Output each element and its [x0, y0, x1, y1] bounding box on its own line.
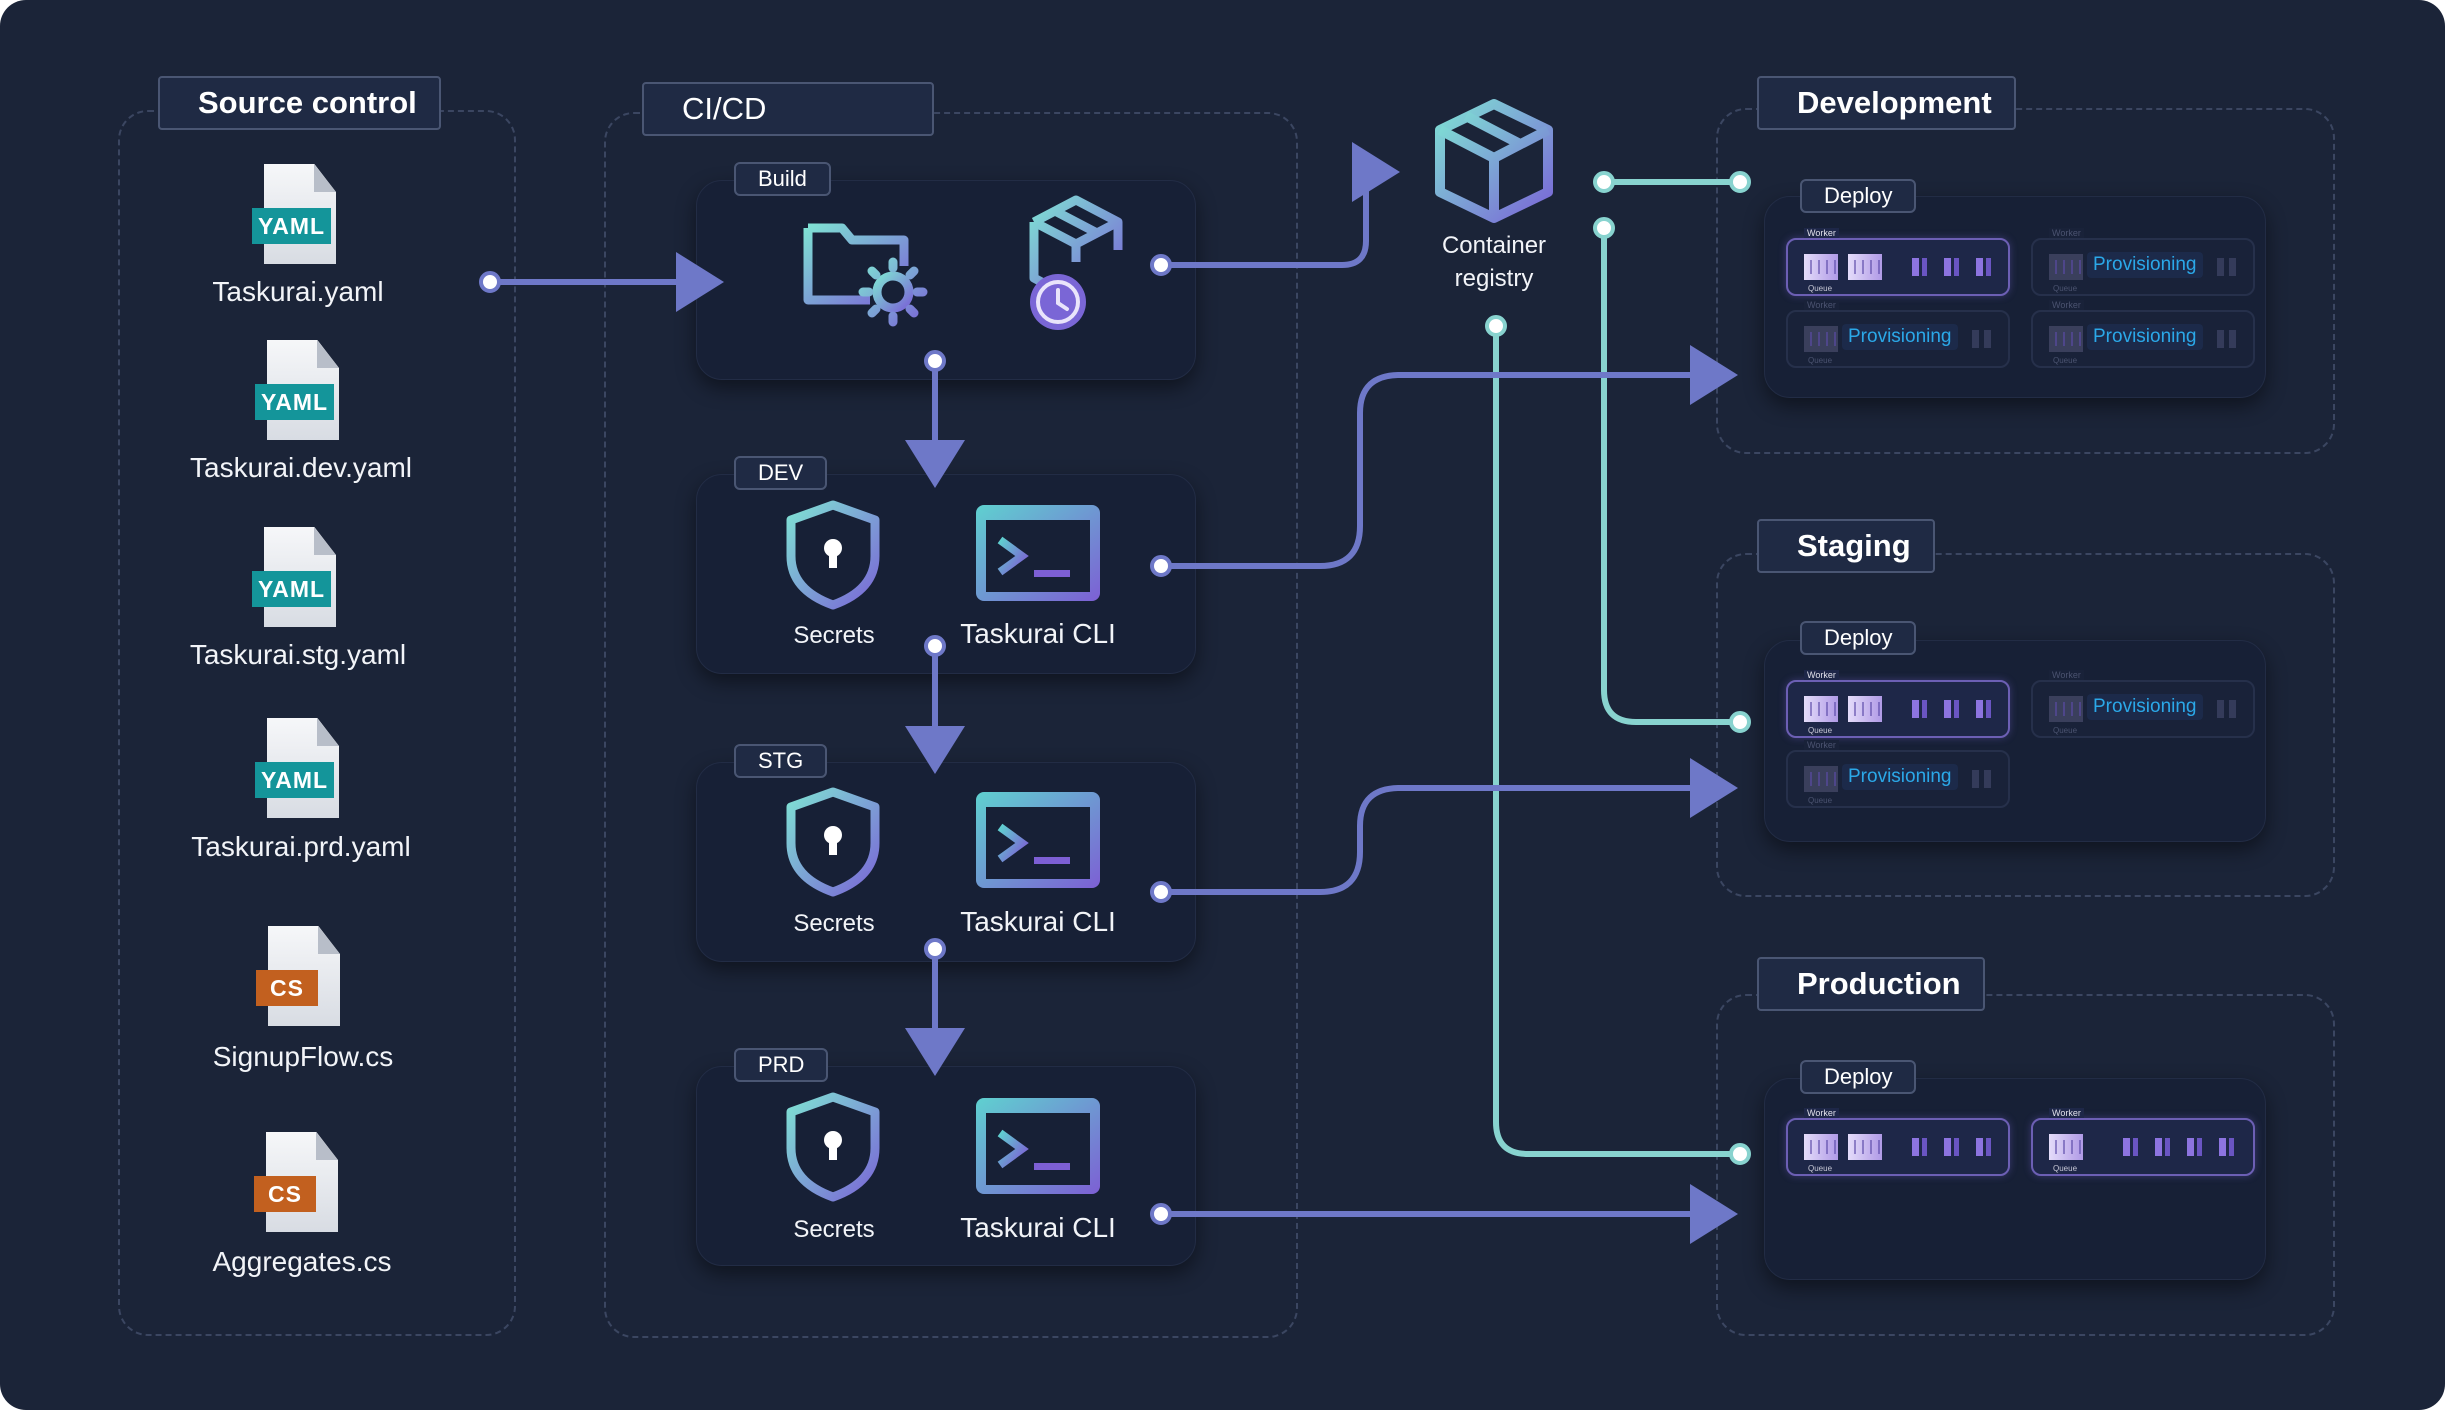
prd-tag: PRD [734, 1048, 829, 1082]
queue-mini-label: Queue [1808, 796, 1833, 805]
queue-mini-label: Queue [2053, 1164, 2078, 1173]
shield-icon-stg [786, 787, 880, 897]
yaml-file-icon: YAML [255, 340, 345, 444]
build-tag: Build [734, 162, 831, 196]
file-name: Taskurai.yaml [212, 276, 384, 307]
worker-box-provisioning: Worker Queue Provisioning [1786, 300, 2010, 368]
worker-box-active: Worker Queue [1786, 670, 2010, 738]
queue-mini-label: Queue [2053, 726, 2078, 735]
yaml-file-icon: YAML [252, 164, 342, 268]
worker-mini-label: Worker [1804, 300, 1839, 310]
dev-cli-label: Taskurai CLI [960, 618, 1116, 649]
queue-mini-label: Queue [1808, 726, 1833, 735]
provisioning-label: Provisioning [1842, 764, 1958, 790]
build-card [696, 180, 1196, 380]
prd-cli-label: Taskurai CLI [960, 1212, 1116, 1243]
folder-gear-icon [803, 223, 928, 327]
worker-box-active: Worker Queue [2031, 1108, 2255, 1176]
registry-to-staging-line [1601, 225, 1743, 725]
stg-secrets-label: Secrets [793, 910, 875, 937]
stg-to-staging-arrow [1158, 758, 1738, 895]
worker-box-provisioning: Worker Queue Provisioning [2031, 670, 2255, 738]
worker-mini-label: Worker [1804, 670, 1839, 680]
worker-mini-label: Worker [2049, 1108, 2084, 1118]
worker-mini-label: Worker [1804, 228, 1839, 238]
worker-mini-label: Worker [2049, 228, 2084, 238]
terminal-icon-stg [976, 792, 1100, 888]
staging-deploy-tag: Deploy [1800, 621, 1917, 655]
terminal-icon-prd [976, 1098, 1100, 1194]
shield-icon-dev [786, 500, 880, 610]
development-deploy-tag: Deploy [1800, 179, 1917, 213]
registry-label-line1: Container [1441, 232, 1547, 259]
cs-file-icon: CS [254, 1132, 344, 1236]
stg-stage-card [696, 762, 1196, 962]
provisioning-label: Provisioning [2087, 324, 2203, 350]
package-clock-icon [1029, 195, 1123, 298]
provisioning-label: Provisioning [1842, 324, 1958, 350]
staging-deploy-card [1764, 640, 2266, 842]
cicd-group [604, 112, 1298, 1338]
file-name: Taskurai.prd.yaml [191, 831, 411, 862]
terminal-icon-dev [976, 505, 1100, 601]
worker-mini-label: Worker [2049, 300, 2084, 310]
queue-mini-label: Queue [1808, 356, 1833, 365]
stg-cli-label: Taskurai CLI [960, 906, 1116, 937]
development-header: Development [1757, 76, 2016, 130]
worker-box-provisioning: Worker Queue Provisioning [2031, 300, 2255, 368]
stg-tag: STG [734, 744, 828, 778]
worker-mini-label: Worker [1804, 1108, 1839, 1118]
file-name: Taskurai.dev.yaml [189, 452, 413, 483]
cicd-header: CI/CD [642, 82, 934, 136]
worker-mini-label: Worker [2049, 670, 2084, 680]
worker-box-provisioning: Worker Queue Provisioning [1786, 740, 2010, 808]
provisioning-label: Provisioning [2087, 252, 2203, 278]
prd-secrets-label: Secrets [793, 1216, 875, 1243]
queue-mini-label: Queue [2053, 356, 2078, 365]
worker-box-active: Worker Queue [1786, 228, 2010, 296]
queue-mini-label: Queue [1808, 284, 1833, 293]
file-name: Aggregates.cs [212, 1246, 392, 1277]
file-name: SignupFlow.cs [212, 1041, 394, 1072]
provisioning-label: Provisioning [2087, 694, 2203, 720]
dev-to-development-arrow [1158, 345, 1738, 569]
registry-to-production-line [1493, 323, 1743, 1157]
registry-label-line2: registry [1454, 265, 1534, 292]
yaml-file-icon: YAML [252, 527, 342, 631]
worker-box-provisioning: Worker Queue Provisioning [2031, 228, 2255, 296]
source-control-header: Source control [158, 76, 441, 130]
worker-mini-label: Worker [1804, 740, 1839, 750]
dev-tag: DEV [734, 456, 828, 490]
production-deploy-tag: Deploy [1800, 1060, 1917, 1094]
file-name: Taskurai.stg.yaml [189, 639, 407, 670]
prd-stage-card [696, 1066, 1196, 1266]
build-to-registry-arrow [1158, 142, 1400, 268]
container-registry-icon [1435, 99, 1553, 223]
staging-header: Staging [1757, 519, 1935, 573]
production-deploy-card [1764, 1078, 2266, 1280]
queue-mini-label: Queue [2053, 284, 2078, 293]
worker-box-active: Worker Queue [1786, 1108, 2010, 1176]
cs-file-icon: CS [256, 926, 346, 1030]
production-group [1716, 994, 2335, 1336]
yaml-file-icon: YAML [255, 718, 345, 822]
development-group [1716, 108, 2335, 454]
queue-mini-label: Queue [1808, 1164, 1833, 1173]
production-header: Production [1757, 957, 1985, 1011]
shield-icon-prd [786, 1092, 880, 1202]
dev-secrets-label: Secrets [793, 622, 875, 649]
dev-stage-card [696, 474, 1196, 674]
